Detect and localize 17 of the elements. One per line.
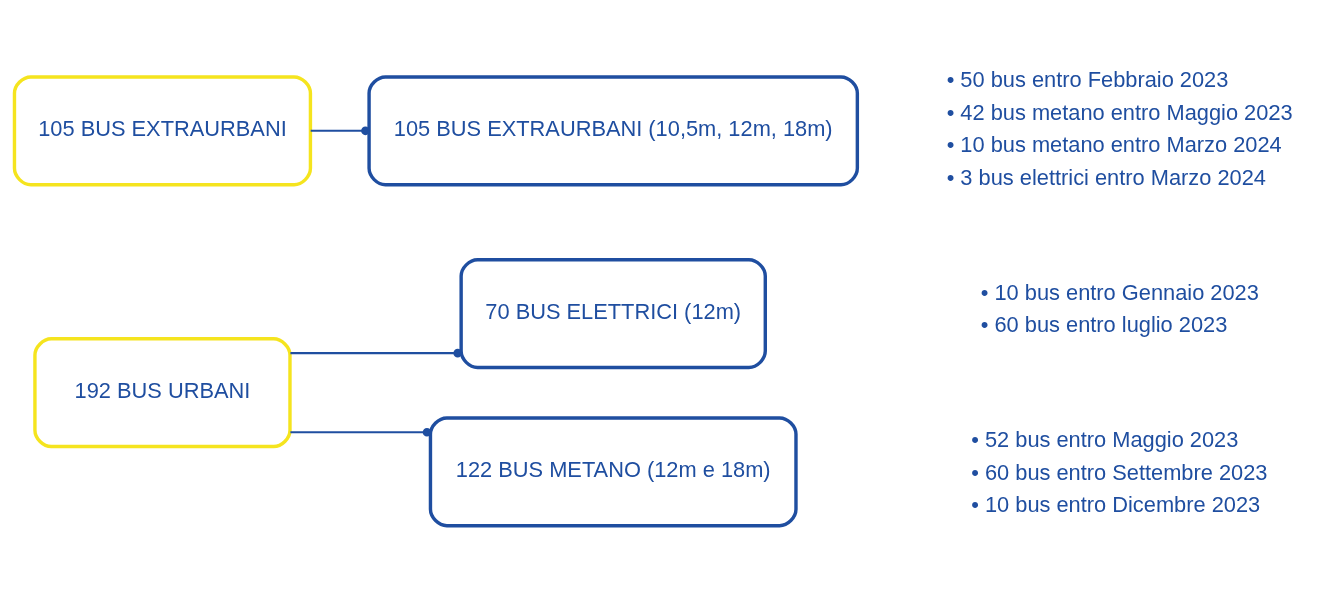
node-label: • 3 bus elettrici entro Marzo 2024: [946, 165, 1266, 191]
connector: [290, 427, 432, 437]
node-label: • 60 bus entro luglio 2023: [980, 312, 1228, 338]
node-label: • 10 bus metano entro Marzo 2024: [946, 132, 1282, 158]
node-box: 105 BUS EXTRAURBANI: [12, 75, 313, 187]
node-label: • 10 bus entro Dicembre 2023: [971, 492, 1261, 518]
node-label: • 60 bus entro Settembre 2023: [971, 459, 1268, 485]
node-label: • 52 bus entro Maggio 2023: [971, 426, 1239, 452]
connector: [290, 348, 462, 358]
node-label: • 42 bus metano entro Maggio 2023: [946, 99, 1293, 125]
node-box: 70 BUS ELETTRICI (12m): [459, 258, 767, 370]
connector: [310, 126, 370, 136]
node-box: 192 BUS URBANI: [33, 337, 292, 449]
node-label: • 50 bus entro Febbraio 2023: [946, 66, 1229, 92]
node-box: 122 BUS METANO (12m e 18m): [428, 416, 798, 528]
node-box: 105 BUS EXTRAURBANI (10,5m, 12m, 18m): [367, 75, 860, 187]
node-label: • 10 bus entro Gennaio 2023: [980, 279, 1259, 305]
